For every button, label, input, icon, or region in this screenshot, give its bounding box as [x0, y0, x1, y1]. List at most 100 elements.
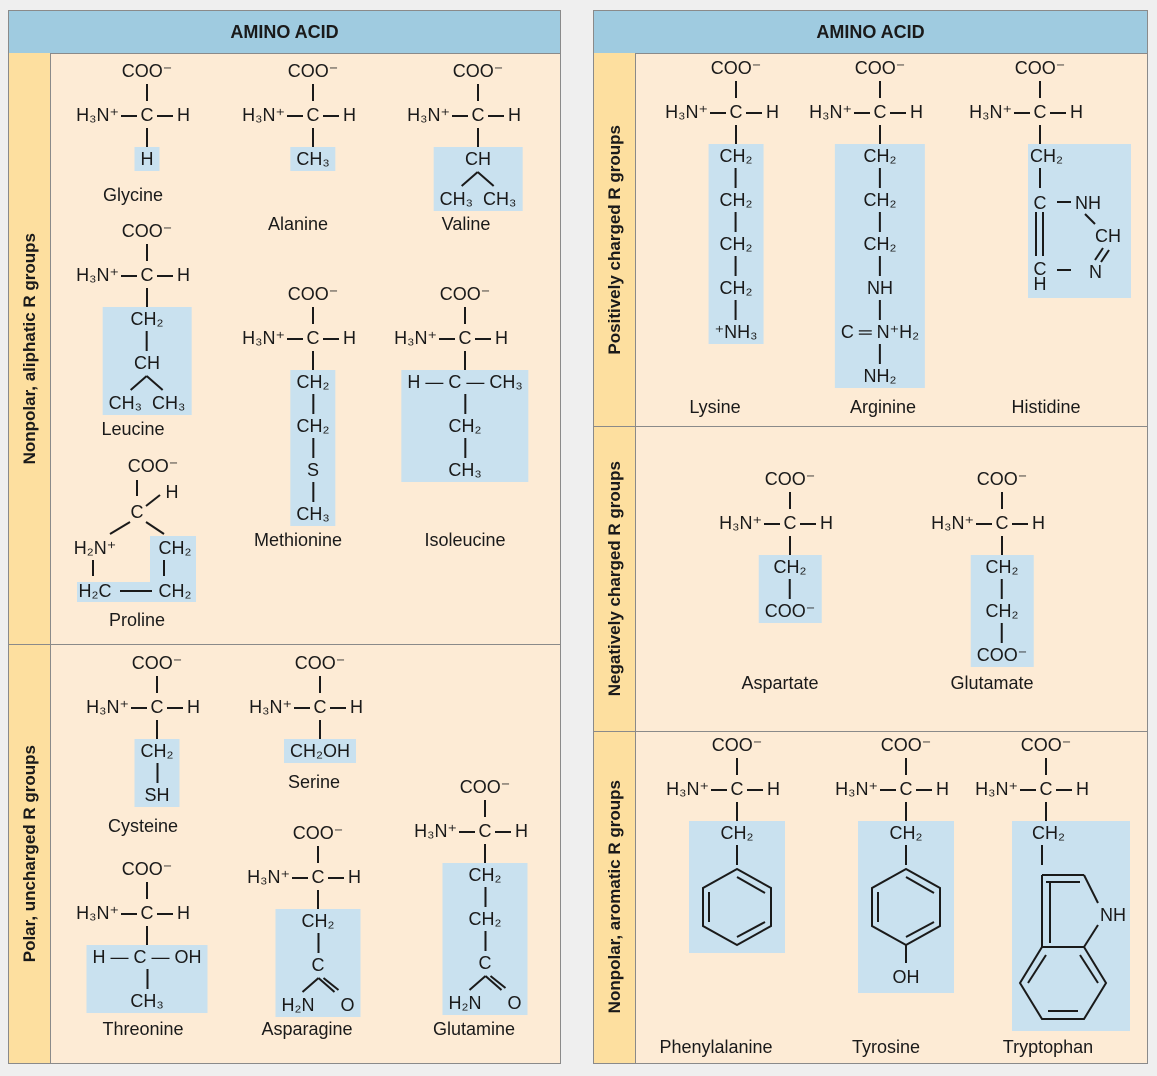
bond — [854, 112, 870, 114]
proline-structure: COO⁻ C H H₂N⁺ CH₂ H₂C CH₂ — [74, 456, 196, 602]
panel-header: AMINO ACID — [594, 11, 1147, 54]
hydrogen-label: H — [177, 265, 190, 285]
ch2-label: CH₂ — [159, 538, 192, 558]
amine-label: H₃N⁺ — [665, 102, 708, 122]
r-group-atom-label: H — C — CH₃ — [407, 372, 523, 392]
amino-acid-name-arginine: Arginine — [849, 397, 917, 417]
amino-acid-name-lysine: Lysine — [689, 397, 741, 417]
r-group-atom-label: CH₂ — [719, 190, 753, 210]
bond — [157, 275, 173, 277]
bond — [464, 307, 466, 324]
hydrogen-label: H — [1076, 779, 1089, 799]
r-group-atom-label: S — [306, 460, 320, 480]
indole-ring-icon: NH — [1018, 874, 1126, 1020]
bond — [879, 81, 881, 98]
r-group-atom-label: COO⁻ — [764, 601, 816, 621]
bond — [145, 969, 148, 989]
alpha-carbon-label: C — [306, 328, 320, 348]
section-divider — [9, 644, 560, 645]
bond — [146, 331, 148, 351]
bond — [879, 344, 881, 364]
hydrogen-label: H — [515, 821, 528, 841]
bond — [146, 244, 148, 261]
substituent-label: H₂N — [281, 995, 315, 1015]
group-label-polar-uncharged: Polar, uncharged R groups — [9, 644, 51, 1063]
amine-label: H₃N⁺ — [719, 513, 762, 533]
amine-label: H₃N⁺ — [975, 779, 1018, 799]
bond — [312, 351, 314, 370]
bond — [146, 288, 148, 307]
hydrogen-label: H — [177, 903, 190, 923]
r-group-atom-label: CH₂ — [468, 865, 502, 885]
amino-acid-name-asparagine: Asparagine — [261, 1019, 353, 1039]
alpha-carbon-label: C — [458, 328, 472, 348]
r-group-atom-label: CH — [134, 353, 160, 373]
bond — [736, 802, 738, 821]
branch-bond — [301, 977, 339, 993]
group-label-text: Negatively charged R groups — [604, 460, 624, 697]
bond — [789, 492, 791, 509]
alpha-carbon-label: C — [150, 697, 164, 717]
branch-bond — [461, 171, 495, 187]
r-group-highlight: CH₂OH — [284, 739, 356, 763]
bond — [146, 926, 148, 945]
hydrogen-label: H — [495, 328, 508, 348]
hydrogen-label: H — [1070, 102, 1083, 122]
carboxyl-label: COO⁻ — [711, 735, 763, 755]
bond — [736, 845, 738, 865]
alpha-carbon-label: C — [899, 779, 913, 799]
bond — [317, 846, 319, 863]
nh-label: NH — [1075, 193, 1101, 213]
amino-acid-name-tyrosine: Tyrosine — [851, 1037, 921, 1057]
bond — [319, 720, 321, 739]
r-group-atom-label: CH₂ — [1030, 146, 1063, 166]
r-group-atom-label: CH₂ — [140, 741, 174, 761]
group-label-positively-charged: Positively charged R groups — [594, 53, 636, 426]
hydrogen-label: H — [343, 105, 356, 125]
bond — [789, 536, 791, 555]
r-group-atom-label: CH₂ — [448, 416, 482, 436]
alpha-carbon-label: C — [478, 821, 492, 841]
ch-label: CH — [1095, 226, 1121, 246]
bond — [121, 913, 137, 915]
carbon-label: C — [1034, 193, 1047, 213]
carboxyl-label: COO⁻ — [880, 735, 932, 755]
phenol-ring-icon: OH — [871, 867, 941, 987]
bond — [1039, 125, 1041, 144]
bond — [905, 802, 907, 821]
bond — [788, 579, 791, 599]
amino-acid-name-phenylalanine: Phenylalanine — [659, 1037, 773, 1057]
group-label-nonpolar-aromatic: Nonpolar, aromatic R groups — [594, 731, 636, 1063]
amino-acid-name-proline: Proline — [108, 610, 166, 630]
amine-label: H₃N⁺ — [666, 779, 709, 799]
bond — [319, 676, 321, 693]
substituent-label: CH₃ — [152, 393, 186, 413]
amino-acid-name-leucine: Leucine — [101, 419, 165, 439]
branch-bond — [468, 975, 506, 991]
amine-label: H₃N⁺ — [414, 821, 457, 841]
bond — [323, 338, 339, 340]
r-group-atom-label: CH₂ — [130, 309, 164, 329]
group-label-text: Positively charged R groups — [604, 124, 624, 355]
panel-header: AMINO ACID — [9, 11, 560, 54]
bond — [330, 707, 346, 709]
ring-container: C NH CH N C H — [1029, 188, 1125, 294]
amine-label: H₃N⁺ — [242, 105, 285, 125]
bond — [735, 212, 737, 232]
bond — [311, 482, 314, 502]
bond — [464, 394, 466, 414]
r-group-atom-label: CH₃ — [448, 460, 482, 480]
bond — [146, 128, 148, 147]
amine-label: H₂N⁺ — [74, 538, 117, 558]
bond — [1001, 492, 1003, 509]
r-group-atom-label: CH — [465, 149, 491, 169]
bond — [1056, 789, 1072, 791]
h2c-label: H₂C — [79, 581, 112, 601]
